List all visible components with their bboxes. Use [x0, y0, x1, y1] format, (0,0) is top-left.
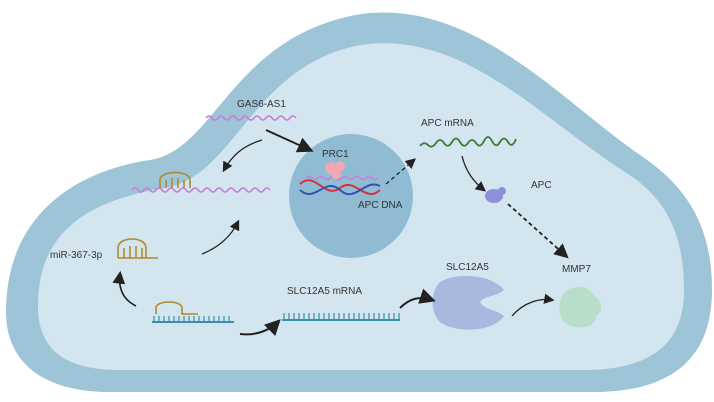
arrow-lncrna-to-nucleus: [265, 129, 314, 153]
arrow-slc-mrna-to-protein: [399, 288, 436, 309]
label-mir-367-3p: miR-367-3p: [50, 250, 103, 261]
nucleus: [289, 134, 413, 258]
label-gas6-as1: GAS6-AS1: [237, 99, 286, 110]
label-mmp7: MMP7: [562, 264, 591, 275]
prc1-protein: [325, 161, 345, 179]
label-slc12a5: SLC12A5: [446, 262, 489, 273]
apc-protein: [485, 187, 506, 203]
arrow-complex-to-slc-mrna: [239, 319, 281, 337]
label-prc1: PRC1: [322, 149, 349, 160]
mirna-hairpin-bound: [159, 171, 191, 188]
lncrna-strand-left: [131, 187, 271, 193]
label-apc-dna: APC DNA: [358, 200, 403, 211]
slc-mrna-strand: [282, 313, 400, 321]
arrow-lncrna-to-sponge: [222, 139, 263, 173]
lncrna-strand-top: [205, 115, 297, 121]
dna-strand-blue: [299, 183, 381, 196]
arrow-complex-to-mirna: [112, 270, 137, 307]
arrow-dna-to-apc-mrna: [385, 158, 416, 185]
mirna-hairpin-free: [117, 238, 158, 259]
slc-mrna-bound: [152, 301, 234, 323]
arrow-slc-to-mmp7: [511, 293, 555, 317]
arrow-mirna-to-sponge: [201, 219, 240, 255]
slc12a5-protein: [432, 275, 504, 330]
apc-mrna-strand: [419, 136, 517, 148]
mmp7-protein: [559, 287, 602, 328]
dna-strand-red: [299, 179, 381, 195]
arrow-apc-mrna-to-apc: [461, 155, 487, 192]
lncrna-strand-nucleus: [305, 175, 379, 181]
arrow-apc-to-mmp7: [507, 203, 569, 259]
label-apc-mrna: APC mRNA: [421, 118, 474, 129]
label-slc12a5-mrna: SLC12A5 mRNA: [287, 286, 362, 297]
label-apc: APC: [531, 180, 552, 191]
